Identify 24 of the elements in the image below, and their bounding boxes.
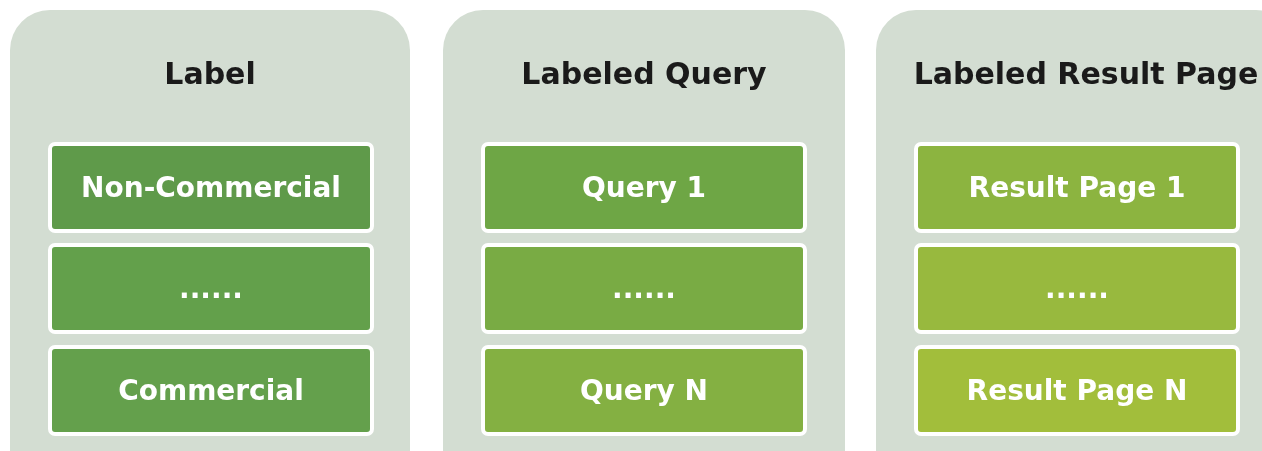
item-box xyxy=(481,142,807,233)
panel-title: Label xyxy=(163,56,257,91)
item-label: ...... xyxy=(179,272,243,305)
item-box xyxy=(48,243,374,334)
item-box xyxy=(914,142,1240,233)
panel-title: Labeled Result Page xyxy=(912,56,1260,91)
item-box xyxy=(914,345,1240,436)
item-box xyxy=(481,345,807,436)
panel-title: Labeled Query xyxy=(520,56,768,91)
item-box xyxy=(481,243,807,334)
item-box xyxy=(48,142,374,233)
item-label: Result Page 1 xyxy=(968,171,1186,204)
item-label: Commercial xyxy=(118,374,304,407)
item-box xyxy=(914,243,1240,334)
item-label: Non-Commercial xyxy=(81,171,341,204)
item-label: Result Page N xyxy=(966,374,1188,407)
item-label: ...... xyxy=(1045,272,1109,305)
item-box xyxy=(48,345,374,436)
group-panel xyxy=(443,10,845,451)
item-label: Query N xyxy=(580,374,708,407)
group-panel xyxy=(876,10,1262,451)
item-label: Query 1 xyxy=(582,171,706,204)
group-panel xyxy=(10,10,410,451)
item-label: ...... xyxy=(612,272,676,305)
